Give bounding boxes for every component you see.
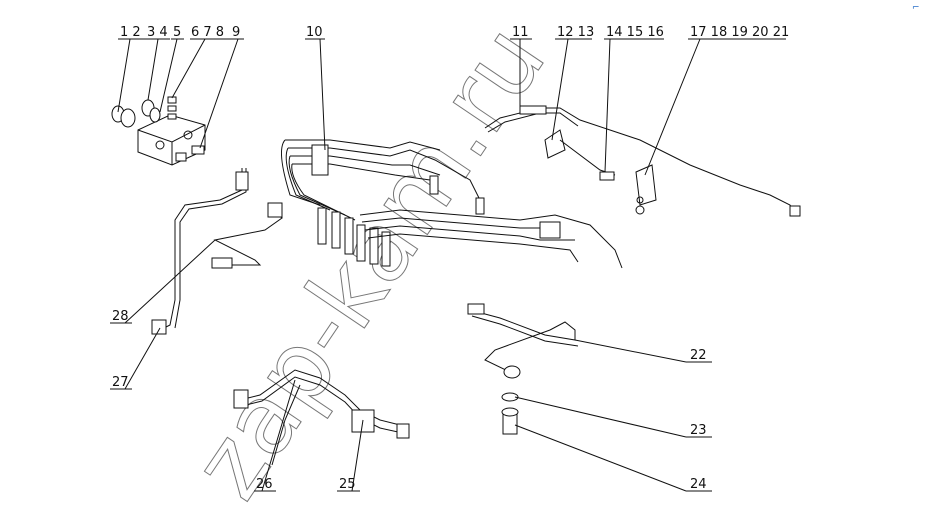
- callout-17-21: 17 18 19 20 21: [690, 25, 789, 40]
- callout-14-15-16: 14 15 16: [606, 25, 664, 40]
- pipe-assembly-22-24: [467, 303, 579, 435]
- pipe-assembly-11-21: [484, 105, 801, 217]
- callout-27: 27: [112, 375, 129, 390]
- callout-12-13: 12 13: [557, 25, 594, 40]
- valve-block-assembly: [111, 96, 206, 166]
- callout-11: 11: [512, 25, 529, 40]
- callout-5: 5: [173, 25, 181, 40]
- callout-26: 26: [256, 477, 273, 492]
- leader-lines: [110, 38, 786, 492]
- callout-6-7-8: 6 7 8: [191, 25, 224, 40]
- pipe-bundle-10: [280, 139, 623, 269]
- callout-28: 28: [112, 309, 129, 324]
- callout-23: 23: [690, 423, 707, 438]
- corner-mark: ⌐: [912, 3, 920, 13]
- callout-labels: 1 2 3 4 5 6 7 8 9 10 11 12 13 14 15 16 1…: [112, 25, 789, 492]
- callout-10: 10: [306, 25, 323, 40]
- callout-25: 25: [339, 477, 356, 492]
- callout-22: 22: [690, 348, 707, 363]
- pipe-assembly-27-28: [151, 168, 283, 335]
- callout-9: 9: [232, 25, 240, 40]
- callout-3-4: 3 4: [147, 25, 168, 40]
- callout-24: 24: [690, 477, 707, 492]
- callout-1-2: 1 2: [120, 25, 141, 40]
